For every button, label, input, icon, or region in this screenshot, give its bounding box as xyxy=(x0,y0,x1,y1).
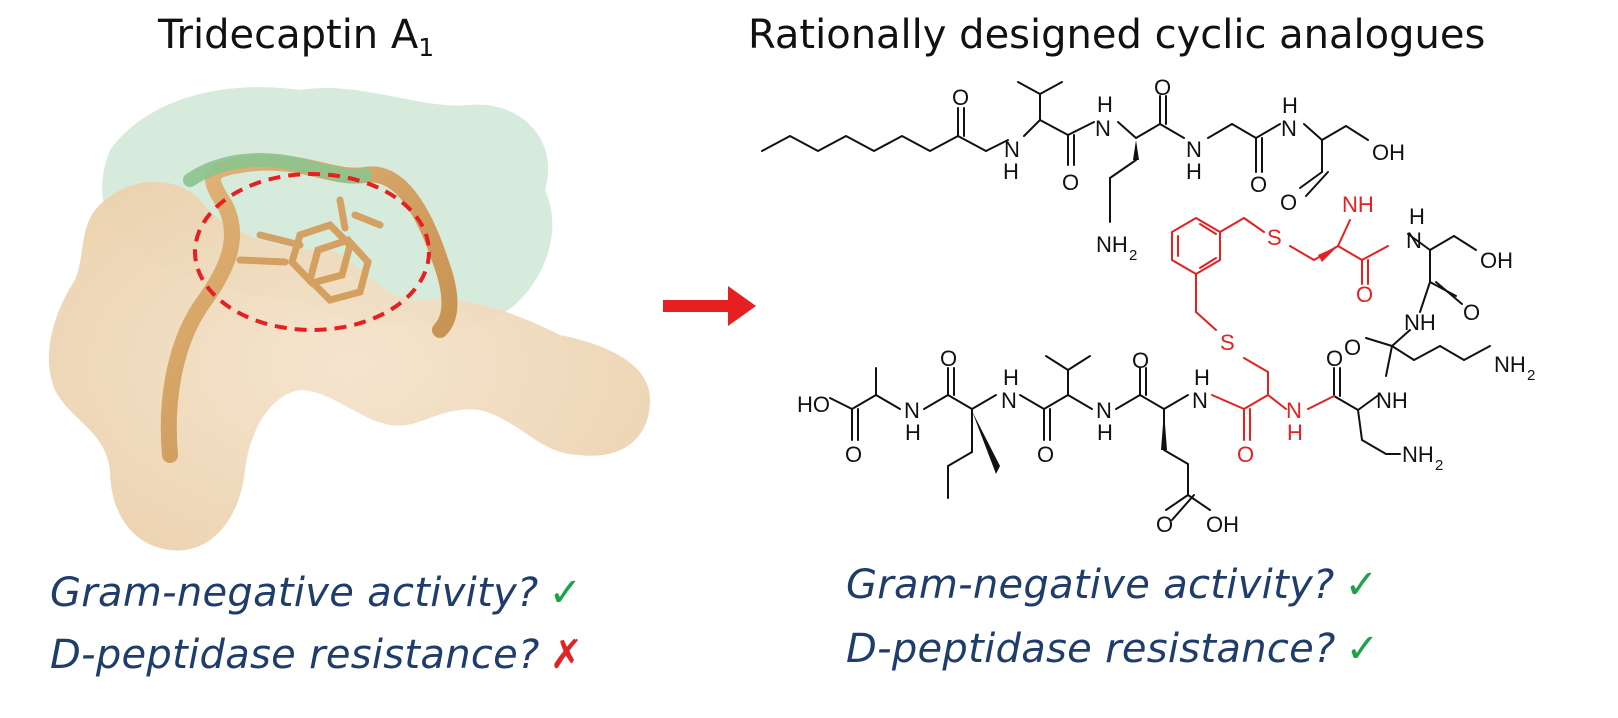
atom-label: H xyxy=(905,420,921,445)
atom-label: N xyxy=(1095,116,1111,141)
stereo-wedges xyxy=(972,140,1167,474)
atom-label-red: S xyxy=(1267,225,1282,250)
atom-label: H xyxy=(1409,204,1425,229)
atom-label: H xyxy=(1097,92,1113,117)
protein-model xyxy=(48,87,650,551)
structure-labels-red: NH S O S O N H xyxy=(1220,192,1374,467)
aromatic-side-chains xyxy=(236,196,384,304)
atom-label: H xyxy=(1003,159,1019,184)
left-q1-text: Gram-negative activity? xyxy=(50,570,539,616)
left-question-peptidase: D-peptidase resistance?✗ xyxy=(50,632,583,678)
atom-label: NH xyxy=(1402,442,1434,467)
transition-arrow xyxy=(663,286,756,326)
binding-region-highlight xyxy=(193,172,431,332)
atom-label: O xyxy=(1326,346,1343,371)
atom-label: N xyxy=(1001,388,1017,413)
atom-label: N xyxy=(904,398,920,423)
atom-label: O xyxy=(1250,172,1267,197)
check-icon: ✓ xyxy=(548,570,583,616)
cross-icon: ✗ xyxy=(549,632,584,678)
structure-labels-black: O N H O H N O N H O H N OH O H N OH O NH… xyxy=(797,75,1535,537)
check-icon: ✓ xyxy=(1345,626,1380,672)
atom-label-red: NH xyxy=(1342,192,1374,217)
atom-label: 2 xyxy=(1129,247,1137,264)
atom-label: O xyxy=(845,442,862,467)
atom-label: OH xyxy=(1206,512,1239,537)
right-title: Rationally designed cyclic analogues xyxy=(748,12,1485,58)
atom-label: O xyxy=(952,85,969,110)
atom-label: H xyxy=(1186,159,1202,184)
atom-label-subscript: 2 xyxy=(1527,367,1535,384)
left-q2-text: D-peptidase resistance? xyxy=(50,632,540,678)
atom-label: O xyxy=(1280,190,1297,215)
right-question-gram-negative: Gram-negative activity?✓ xyxy=(846,562,1378,608)
right-q1-text: Gram-negative activity? xyxy=(846,562,1335,608)
atom-label: O xyxy=(940,346,957,371)
atom-label: O xyxy=(1463,300,1480,325)
structure-bonds-black xyxy=(761,81,1491,521)
structure-bonds-red xyxy=(1171,217,1389,441)
atom-label: H xyxy=(1003,365,1019,390)
right-question-peptidase: D-peptidase resistance?✓ xyxy=(846,626,1379,672)
left-question-gram-negative: Gram-negative activity?✓ xyxy=(50,570,582,616)
chemical-structure: O N H O H N O N H O H N OH O H N OH O NH… xyxy=(761,75,1535,537)
atom-label: NH xyxy=(1376,388,1408,413)
atom-label-red: S xyxy=(1220,330,1235,355)
check-icon: ✓ xyxy=(1344,562,1379,608)
atom-label: O xyxy=(1154,75,1171,100)
atom-label: N xyxy=(1192,388,1208,413)
atom-label: NH xyxy=(1404,310,1436,335)
atom-label: O xyxy=(1037,442,1054,467)
atom-label: HO xyxy=(797,392,830,417)
atom-label: O xyxy=(1062,170,1079,195)
left-title: Tridecaptin A1 xyxy=(158,12,434,62)
atom-label: NH xyxy=(1494,352,1526,377)
atom-label: N xyxy=(1406,228,1422,253)
atom-label: N xyxy=(1096,398,1112,423)
right-q2-text: D-peptidase resistance? xyxy=(846,626,1336,672)
atom-label: H xyxy=(1097,420,1113,445)
left-title-subscript: 1 xyxy=(418,33,435,62)
atom-label-red: H xyxy=(1287,420,1303,445)
atom-label-red: O xyxy=(1356,282,1373,307)
atom-label-red: N xyxy=(1286,398,1302,423)
atom-label: O xyxy=(1156,512,1173,537)
left-title-main: Tridecaptin A xyxy=(158,12,419,58)
atom-label: OH xyxy=(1480,248,1513,273)
atom-label-red: O xyxy=(1237,442,1254,467)
atom-label: 2 xyxy=(1435,457,1443,474)
atom-label: H xyxy=(1282,93,1298,118)
atom-label: O xyxy=(1344,335,1361,360)
atom-label: O xyxy=(1132,348,1149,373)
right-title-text: Rationally designed cyclic analogues xyxy=(748,12,1486,58)
protein-backbone-green-segment xyxy=(183,153,372,187)
atom-label: N xyxy=(1004,137,1020,162)
atom-label: H xyxy=(1194,365,1210,390)
atom-label: N xyxy=(1186,137,1202,162)
stereo-wedge-red xyxy=(1318,246,1338,262)
atom-label: OH xyxy=(1372,140,1405,165)
atom-label: NH xyxy=(1096,232,1128,257)
atom-label: N xyxy=(1281,116,1297,141)
